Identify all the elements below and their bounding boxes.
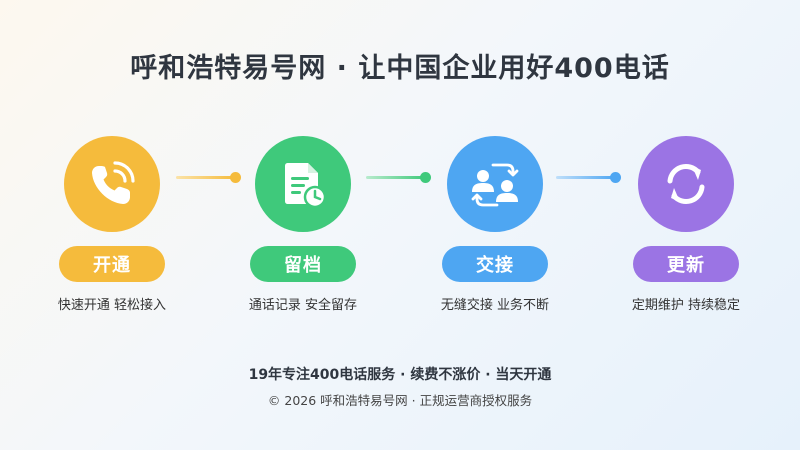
step-label-archive: 留档 (250, 246, 356, 282)
step-label-activate: 开通 (59, 246, 165, 282)
page-title: 呼和浩特易号网 · 让中国企业用好400电话 (130, 53, 670, 84)
step-circle (638, 136, 734, 232)
phone-ringing-icon (92, 161, 135, 204)
connector-2 (366, 172, 431, 183)
connector-dot (610, 172, 621, 183)
step-handover: 交接 无缝交接 业务不断 (425, 136, 565, 313)
footer-copyright: © 2026 呼和浩特易号网 · 正规运营商授权服务 (267, 393, 533, 408)
refresh-icon (667, 164, 705, 204)
step-circle (255, 136, 351, 232)
connector-1 (176, 172, 241, 183)
step-renew: 更新 定期维护 持续稳定 (616, 136, 756, 313)
step-desc-archive: 通话记录 安全留存 (248, 298, 358, 313)
step-label-handover: 交接 (442, 246, 548, 282)
step-archive: 留档 通话记录 安全留存 (233, 136, 373, 313)
step-circle (447, 136, 543, 232)
step-desc-activate: 快速开通 轻松接入 (57, 298, 167, 313)
footer-slogan: 19年专注400电话服务 · 续费不涨价 · 当天开通 (248, 367, 552, 383)
step-circle (64, 136, 160, 232)
step-desc-handover: 无缝交接 业务不断 (440, 298, 550, 313)
connector-dot (420, 172, 431, 183)
step-label-renew: 更新 (633, 246, 739, 282)
step-activate: 开通 快速开通 轻松接入 (42, 136, 182, 313)
step-desc-renew: 定期维护 持续稳定 (631, 298, 741, 313)
people-exchange-icon (471, 163, 519, 207)
document-clock-icon (285, 163, 327, 209)
connector-3 (556, 172, 621, 183)
connector-dot (230, 172, 241, 183)
